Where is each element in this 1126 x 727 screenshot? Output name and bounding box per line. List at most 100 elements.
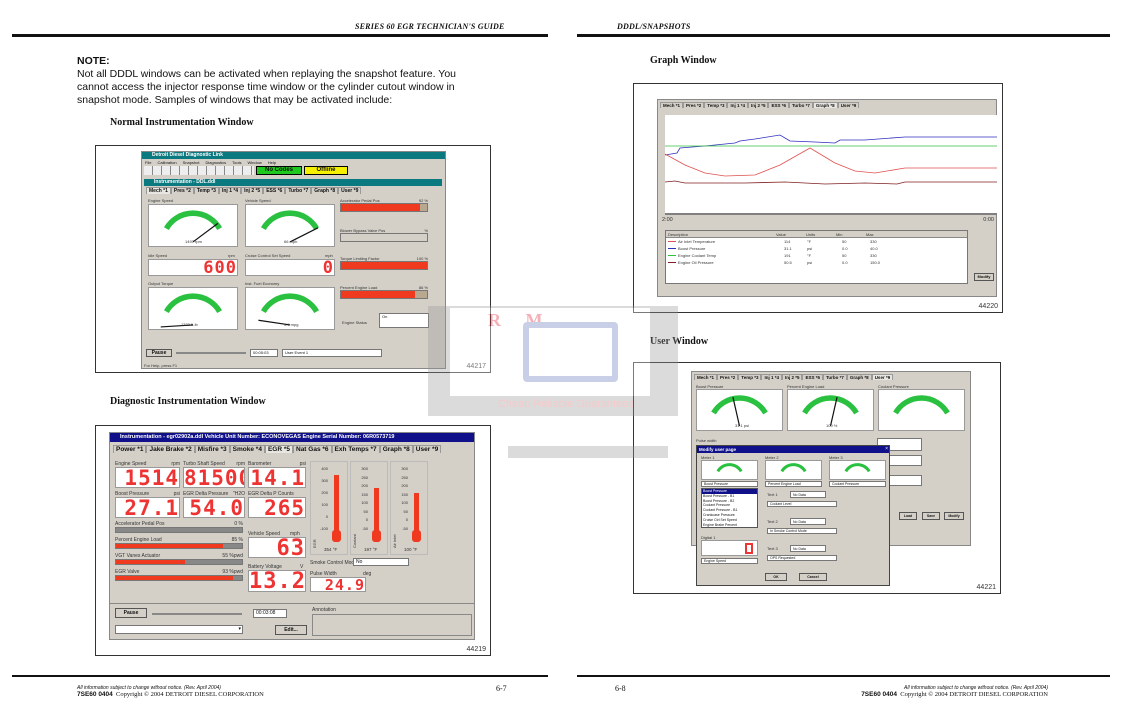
tab[interactable]: Nat Gas *6 [293,445,332,453]
tab[interactable]: EGR *5 [264,445,293,453]
list-option[interactable]: Crankcase Pressure [703,512,735,517]
tab[interactable]: Smoke *4 [229,445,265,453]
tab[interactable]: Pres *2 [170,187,194,194]
tab[interactable]: User *9 [412,445,442,453]
tab[interactable]: Inj 1 *4 [761,374,782,380]
meter-preview [701,460,758,480]
text-select[interactable]: Coolant Level [767,501,837,507]
tab[interactable]: Temp *3 [193,187,219,194]
tab[interactable]: Exh Temps *7 [331,445,380,453]
pause-button[interactable]: Pause [115,608,147,618]
menu-window[interactable]: Window [247,160,262,165]
list-option[interactable]: Boost Pressure - B1 [703,493,735,498]
tab[interactable]: Mech *1 [146,187,171,194]
meter-select[interactable]: Percent Engine Load [765,481,822,487]
legend-row[interactable]: Air Inlet Temperature 114 °F 50 330 [666,238,967,245]
tab[interactable]: Pres *2 [683,102,705,108]
event-select[interactable]: User Event 1 [282,349,382,357]
menu-tools[interactable]: Tools [232,160,242,165]
cell: 0.0 [842,260,848,265]
close-icon[interactable]: × [885,446,888,452]
tab[interactable]: Turbo *7 [285,187,312,194]
toolbar[interactable] [144,166,254,175]
bar-label: Accelerator Pedal Pos [115,521,165,527]
text-label: Text 1 [767,492,778,497]
tab[interactable]: Mech *1 [694,374,718,380]
tab[interactable]: Misfire *3 [194,445,230,453]
digital-select[interactable]: Engine Speed [701,558,758,564]
playback-slider[interactable] [176,352,246,354]
tab[interactable]: Inj 2 *5 [781,374,803,380]
readout-label: Boost Pressure [115,491,150,497]
modify-button[interactable]: Modify [944,512,964,520]
menu-help[interactable]: Help [267,160,276,165]
playback-slider[interactable] [152,613,242,615]
load-button[interactable]: Load [899,512,917,520]
gauge-dial [163,210,223,243]
tab[interactable]: Mech *1 [660,102,684,108]
legend-row[interactable]: Engine Coolant Temp 191 °F 50 330 [666,252,967,259]
note: NOTE: Not all DDDL windows can be activa… [77,55,497,107]
tab[interactable]: Inj 1 *4 [727,102,748,108]
ok-button[interactable]: OK [765,573,787,581]
tab[interactable]: Graph *8 [311,187,339,194]
tab[interactable]: Turbo *7 [789,102,813,108]
pause-button[interactable]: Pause [146,349,172,357]
event-select[interactable]: ▾ [115,625,243,634]
annotation-box[interactable] [312,614,472,636]
list-option[interactable]: Engine Brake Percent [703,522,738,527]
tab[interactable]: User *9 [338,187,362,194]
menu-diagnostics[interactable]: Diagnostics [205,160,227,165]
modify-button[interactable]: Modify [974,273,994,281]
gauge-label: Inst. Fuel Economy [245,281,280,286]
annotation-label: Annotation [312,607,336,613]
tab[interactable]: Power *1 [113,445,147,453]
tab[interactable]: Inj 2 *5 [241,187,264,194]
tab[interactable]: ESS *6 [802,374,823,380]
cancel-button[interactable]: Cancel [799,573,827,581]
list-option[interactable]: Coolant Pressure - B1 [703,508,738,513]
tab[interactable]: Graph *8 [846,374,872,380]
text-select[interactable]: In Smoke Control Mode [767,528,837,534]
meter-select[interactable]: Boost Pressure [701,481,758,487]
instrumentation-window: Instrumentation - egr02902a.ddl Vehicle … [109,432,475,640]
scale-tick: 50 [403,508,408,514]
tab[interactable]: User *9 [837,102,860,108]
save-button[interactable]: Save [922,512,940,520]
gauge-value: 66 mph [284,239,298,244]
list-option[interactable]: Coolant Pressure [703,503,731,508]
tab[interactable]: Inj 1 *4 [218,187,242,194]
menu-calibration[interactable]: Calibration [157,160,177,165]
tab[interactable]: User *9 [871,374,894,380]
text-select[interactable]: OPS Requested [767,555,837,561]
edit-button[interactable]: Edit... [275,625,307,635]
tab[interactable]: Graph *8 [812,102,838,108]
menu-file[interactable]: File [145,160,152,165]
note-line: cannot access the injector response time… [77,81,455,93]
tab[interactable]: Pres *2 [717,374,739,380]
list-option[interactable]: Cruise Ctrl Set Speed [703,517,737,522]
menu-snapshot[interactable]: Snapshot [182,160,200,165]
engine-status-label: Engine Status [342,320,367,325]
tab[interactable]: Graph *8 [379,445,413,453]
gauge-dial [802,395,859,427]
tab[interactable]: ESS *6 [263,187,286,194]
tab[interactable]: Temp *3 [738,374,762,380]
tab[interactable]: ESS *6 [768,102,789,108]
list-option[interactable]: Boost Pressure [702,489,757,494]
thermometer-fill [334,474,339,534]
cruise-readout: 0 [245,259,335,276]
tab[interactable]: Temp *3 [704,102,728,108]
tab[interactable]: Inj 2 *5 [747,102,769,108]
cell: psi [807,246,813,251]
legend-row[interactable]: Boost Pressure 31.1 psi 0.0 40.0 [666,245,967,252]
tab[interactable]: Turbo *7 [823,374,847,380]
legend-row[interactable]: Engine Oil Pressure 50.5 psi 0.0 150.0 [666,259,967,266]
meter-select[interactable]: Coolant Pressure [829,481,886,487]
tab[interactable]: Jake Brake *2 [146,445,195,453]
list-option[interactable]: Boost Pressure - B2 [703,498,735,503]
